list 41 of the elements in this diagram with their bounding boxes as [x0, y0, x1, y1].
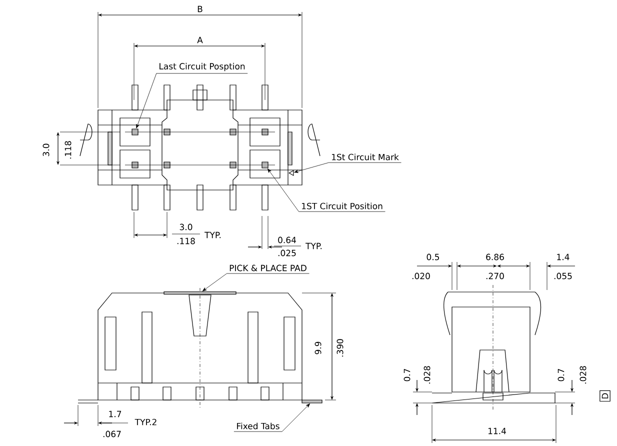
callout-text: 1ST Circuit Position — [302, 202, 382, 210]
callout-text: 1St Circuit Mark — [332, 154, 399, 160]
callout-text: Fixed Tabs — [237, 422, 280, 430]
dimension-text: .270 — [486, 272, 504, 280]
leader-line — [202, 273, 310, 292]
pad-strip — [302, 400, 322, 404]
pad-strip — [164, 291, 236, 295]
datum-label: D — [600, 390, 610, 402]
dimension-text: 0.7 — [404, 368, 410, 382]
dimension-text: .028 — [580, 366, 586, 384]
dimension-text: .390 — [336, 339, 344, 357]
leader-line — [268, 168, 386, 212]
leader-line — [136, 73, 248, 128]
callout-text: PICK & PLACE PAD — [230, 264, 306, 272]
dimension-text: 11.4 — [488, 428, 506, 434]
contact-pad — [262, 162, 268, 168]
dimension-text: .020 — [412, 272, 430, 280]
dimension-text: 1.7 — [109, 410, 122, 418]
leader-line — [294, 162, 402, 173]
dimension-text: 3.0 — [180, 224, 192, 230]
leader-line — [234, 404, 310, 432]
dimension-text: .025 — [278, 250, 296, 256]
dimension-text: 0.5 — [426, 254, 439, 260]
contact-pad — [132, 128, 138, 136]
dimension-text: .118 — [177, 238, 195, 244]
dimension-text: 0.64 — [278, 236, 296, 244]
dimension-text: 3.0 — [42, 144, 50, 156]
dimension-text: 9.9 — [314, 342, 322, 354]
dimension-text: B — [198, 6, 202, 12]
dimension-text: TYP.2 — [134, 418, 156, 426]
dimension-text: .118 — [64, 141, 72, 159]
dimension-text: .055 — [554, 272, 572, 280]
callout-text: Last Circuit Posption — [160, 62, 245, 72]
dimension-text: .067 — [103, 430, 121, 438]
dimension-text: 0.7 — [558, 368, 564, 382]
dimension-text: A — [197, 36, 203, 44]
dimension-text: 6.86 — [486, 254, 504, 260]
dimension-text: 1.4 — [557, 254, 570, 260]
dimension-text: .028 — [424, 366, 430, 384]
dimension-text: TYP. — [204, 232, 221, 238]
dimension-text: TYP. — [306, 242, 322, 250]
